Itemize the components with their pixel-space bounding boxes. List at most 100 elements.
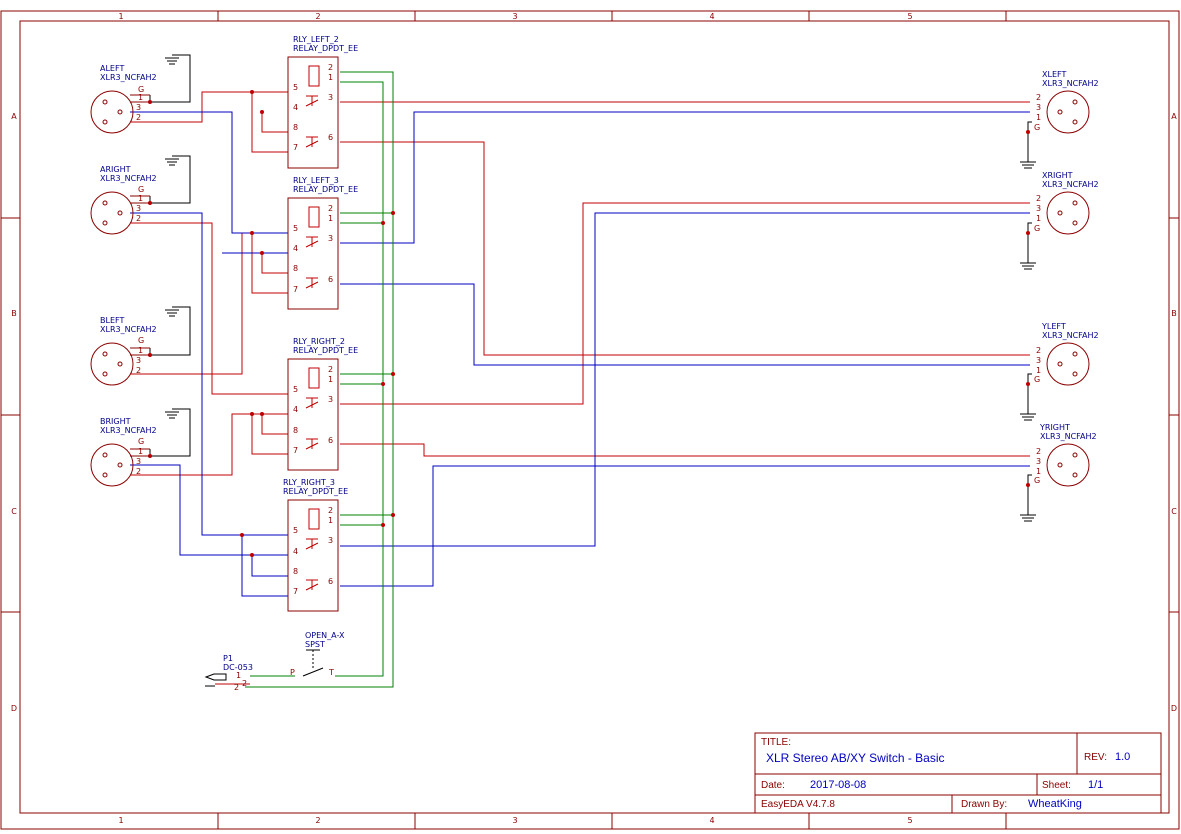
- pin-label: 1: [328, 516, 333, 525]
- switch-open-a-x: OPEN_A-X SPST P T: [290, 631, 345, 677]
- wires-green: [245, 71, 394, 688]
- pin-label: 8: [293, 567, 298, 576]
- pin-label: 2: [1036, 346, 1041, 355]
- wires-red: [130, 91, 1030, 685]
- title-block: [754, 732, 1162, 814]
- row-label: B: [11, 309, 17, 318]
- pin-label: 1: [1036, 113, 1041, 122]
- relay-ref: RLY_LEFT_2: [293, 35, 339, 44]
- column-label: 2: [315, 12, 320, 21]
- pin-label: 3: [1036, 356, 1041, 365]
- relay-rly-left-3: RLY_LEFT_3 RELAY_DPDT_EE 2 1 5 3 4 8 6 7: [287, 176, 358, 310]
- pin-label: 2: [1036, 93, 1041, 102]
- pin-label: P: [290, 668, 295, 677]
- relay-value: RELAY_DPDT_EE: [293, 185, 358, 194]
- pin-label: 7: [293, 143, 298, 152]
- connector-ref: YRIGHT: [1039, 423, 1070, 432]
- pin-label: 2: [328, 506, 333, 515]
- switch-ref: OPEN_A-X: [305, 631, 345, 640]
- pin-label: 1: [1036, 214, 1041, 223]
- pin-label: 4: [293, 405, 298, 414]
- column-label: 5: [907, 816, 912, 825]
- connector-value: XLR3_NCFAH2: [1042, 180, 1099, 189]
- pin-label: 3: [328, 93, 333, 102]
- frame-row-labels-right: A B C D: [1171, 112, 1177, 713]
- connector-value: XLR3_NCFAH2: [1042, 79, 1099, 88]
- wires-blue: [130, 111, 1030, 597]
- row-label: C: [1171, 507, 1177, 516]
- pin-label: 5: [293, 83, 298, 92]
- connector-yleft: YLEFT XLR3_NCFAH2 2 3 1 G: [1034, 322, 1099, 386]
- connector-value: XLR3_NCFAH2: [100, 73, 157, 82]
- pin-label: 6: [328, 436, 333, 445]
- pin-label: G: [138, 185, 144, 194]
- pin-label: 2: [136, 113, 141, 122]
- pin-label: 3: [1036, 103, 1041, 112]
- drawing-frame: [0, 10, 1180, 830]
- connector-ref: BRIGHT: [100, 417, 131, 426]
- power-jack-p1: P1 DC-053 1 2 2: [204, 654, 253, 692]
- frame-column-labels-bottom: 1 2 3 4 5: [118, 816, 912, 825]
- pin-label: 2: [328, 365, 333, 374]
- pin-label: 2: [136, 366, 141, 375]
- connector-bright: BRIGHT XLR3_NCFAH2 G 1 3 2: [90, 417, 157, 487]
- ground-wiring-outputs: [1027, 121, 1032, 515]
- pin-label: 5: [293, 385, 298, 394]
- connector-value: XLR3_NCFAH2: [100, 426, 157, 435]
- connector-ref: ARIGHT: [100, 165, 131, 174]
- sheet-value: 1/1: [1088, 779, 1103, 791]
- connector-xleft: XLEFT XLR3_NCFAH2 2 3 1 G: [1034, 70, 1099, 134]
- relay-value: RELAY_DPDT_EE: [293, 44, 358, 53]
- pin-label: 1: [1036, 366, 1041, 375]
- pin-label: 3: [136, 356, 141, 365]
- jack-value: DC-053: [223, 663, 253, 672]
- pin-label: G: [138, 336, 144, 345]
- date-label: Date:: [761, 780, 785, 791]
- column-label: 3: [512, 816, 517, 825]
- ground-symbols-inputs: [165, 57, 179, 419]
- pin-label: 1: [328, 214, 333, 223]
- relay-rly-left-2: RLY_LEFT_2 RELAY_DPDT_EE 2 1 5 3 4 8 6 7: [287, 35, 358, 169]
- pin-label: G: [1034, 224, 1040, 233]
- row-label: A: [11, 112, 17, 121]
- pin-label: 2: [234, 683, 239, 692]
- pin-label: 1: [328, 73, 333, 82]
- pin-label: 1: [138, 93, 143, 102]
- column-label: 4: [709, 12, 714, 21]
- pin-label: 1: [138, 346, 143, 355]
- pin-label: 4: [293, 244, 298, 253]
- pin-label: 8: [293, 123, 298, 132]
- drawing-title: XLR Stereo AB/XY Switch - Basic: [766, 751, 945, 765]
- column-label: 2: [315, 816, 320, 825]
- connector-ref: XRIGHT: [1042, 171, 1073, 180]
- frame-row-labels-left: A B C D: [11, 112, 17, 713]
- connector-aright: ARIGHT XLR3_NCFAH2 G 1 3 2: [90, 165, 157, 235]
- pin-label: 3: [136, 103, 141, 112]
- pin-label: 4: [293, 103, 298, 112]
- pin-label: 1: [236, 671, 241, 680]
- relay-value: RELAY_DPDT_EE: [283, 487, 348, 496]
- connector-bleft: BLEFT XLR3_NCFAH2 G 1 3 2: [90, 316, 157, 386]
- jack-ref: P1: [223, 654, 233, 663]
- column-label: 1: [118, 816, 123, 825]
- pin-label: 3: [328, 395, 333, 404]
- pin-label: 2: [242, 679, 247, 688]
- connector-value: XLR3_NCFAH2: [100, 325, 157, 334]
- pin-label: 2: [1036, 194, 1041, 203]
- pin-label: G: [1034, 476, 1040, 485]
- connector-ref: YLEFT: [1041, 322, 1066, 331]
- row-label: A: [1171, 112, 1177, 121]
- pin-label: 2: [328, 204, 333, 213]
- connector-ref: ALEFT: [100, 64, 124, 73]
- connector-xright: XRIGHT XLR3_NCFAH2 2 3 1 G: [1034, 171, 1099, 235]
- drawn-by-label: Drawn By:: [961, 799, 1007, 810]
- relay-ref: RLY_RIGHT_2: [293, 337, 345, 346]
- pin-label: 1: [1036, 467, 1041, 476]
- rev-value: 1.0: [1115, 751, 1130, 763]
- column-label: 4: [709, 816, 714, 825]
- column-label: 1: [118, 12, 123, 21]
- column-label: 5: [907, 12, 912, 21]
- pin-label: G: [1034, 123, 1040, 132]
- pin-label: 7: [293, 285, 298, 294]
